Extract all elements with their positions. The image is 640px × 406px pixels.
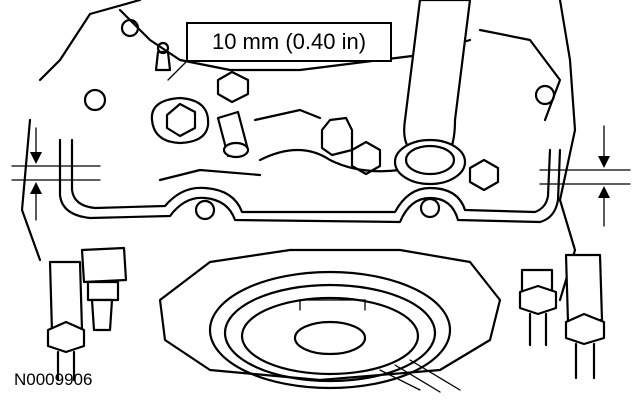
- figure-id: N0009906: [14, 370, 93, 389]
- callout-leader: [167, 59, 189, 81]
- measurement-callout: 10 mm (0.40 in): [186, 22, 392, 62]
- measurement-label: 10 mm (0.40 in): [211, 29, 367, 54]
- measurement-left: [11, 127, 101, 221]
- alignment-tool-left: [46, 246, 128, 382]
- alignment-tool-right: [518, 253, 606, 380]
- crankshaft-seal: [158, 248, 502, 393]
- oil-pan-flange: [58, 138, 562, 224]
- upper-bolts: [150, 41, 500, 192]
- dipstick-tube: [393, 0, 472, 186]
- measurement-right: [539, 125, 631, 227]
